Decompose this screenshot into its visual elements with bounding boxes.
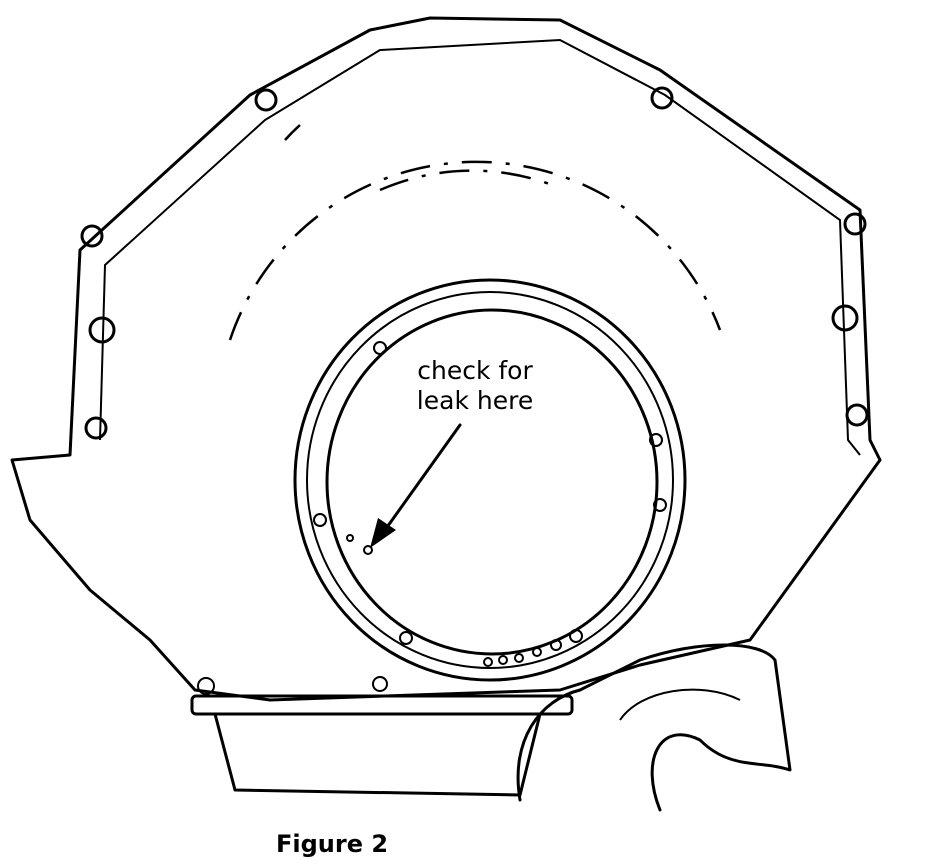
flywheel-dashed-arcs	[228, 124, 722, 341]
leak-arrow	[370, 423, 462, 548]
figure-caption: Figure 2	[276, 830, 389, 858]
callout-line-2: leak here	[416, 386, 534, 415]
pump-ring	[293, 278, 687, 682]
bellhousing-outline	[10, 16, 882, 702]
oil-pan	[190, 676, 574, 797]
callout-line-1: check for	[417, 356, 533, 385]
hand	[516, 643, 792, 812]
bolt-holes	[80, 86, 869, 440]
leak-callout: check for leak here	[400, 356, 550, 416]
